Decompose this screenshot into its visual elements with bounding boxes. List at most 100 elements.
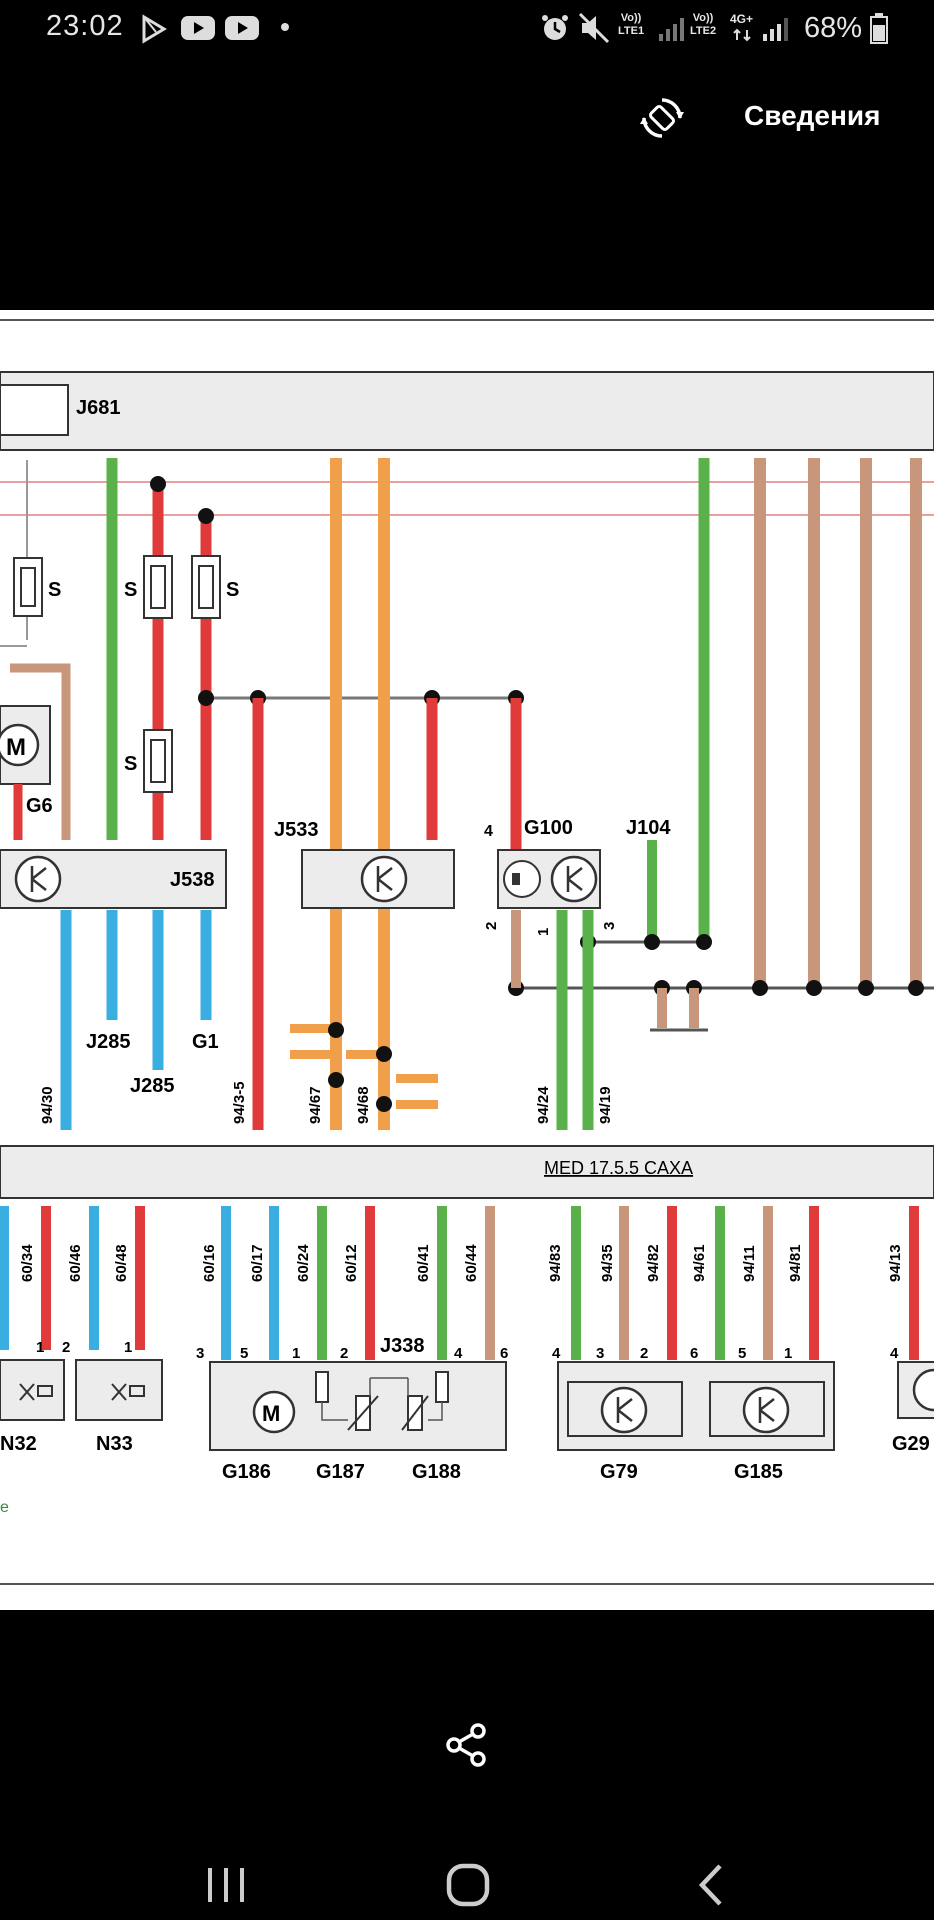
g100-pin-2: 2	[483, 922, 500, 930]
data-arrows-icon	[733, 28, 751, 42]
info-button[interactable]: Сведения	[744, 100, 881, 131]
youtube-icon	[181, 16, 215, 40]
n33-pin-2: 2	[62, 1339, 70, 1356]
pin-60-34: 60/34	[19, 1244, 36, 1282]
rotate-icon[interactable]	[640, 96, 684, 140]
pin-60-17: 60/17	[249, 1244, 266, 1282]
network-type: 4G+	[730, 12, 754, 26]
youtube-icon-2	[225, 16, 259, 40]
g100-pin-4: 4	[484, 823, 493, 840]
n32-label: N32	[0, 1433, 37, 1455]
j533-label: J533	[274, 819, 319, 841]
pin-60-41: 60/41	[415, 1244, 432, 1282]
g186-motor-symbol: M	[262, 1401, 280, 1426]
j285-label-1: J285	[86, 1031, 131, 1053]
pin-94-68: 94/68	[355, 1086, 372, 1124]
j338-pin-3: 3	[196, 1345, 204, 1362]
g29-label: G29	[892, 1433, 930, 1455]
g1-label: G1	[192, 1031, 219, 1053]
j338-pin-4: 4	[454, 1345, 463, 1362]
g185-label: G185	[734, 1461, 783, 1483]
g100-pin-3: 3	[601, 922, 618, 930]
battery-icon	[870, 13, 888, 44]
lte1-bottom: LTE1	[618, 25, 645, 37]
n32-box	[0, 1359, 65, 1421]
motor-symbol: M	[6, 734, 26, 761]
signal-icon-2	[763, 18, 788, 41]
g79-pin-4: 4	[552, 1345, 561, 1362]
j338-label: J338	[380, 1335, 425, 1357]
g100-label: G100	[524, 817, 573, 839]
n33-label: N33	[96, 1433, 133, 1455]
back-icon[interactable]	[650, 1820, 770, 1920]
pin-94-35: 94/35	[599, 1244, 616, 1282]
g100-pin-1: 1	[535, 928, 552, 936]
g185-pin-5: 5	[738, 1345, 746, 1362]
recents-icon[interactable]	[166, 1820, 286, 1920]
top-module-bar	[0, 371, 934, 451]
fuse-4-label: S	[124, 753, 137, 775]
j538-label: J538	[170, 869, 215, 891]
g79-label: G79	[600, 1461, 638, 1483]
signal-icon-1	[659, 18, 684, 41]
navigation-bar	[0, 1820, 934, 1920]
pin-94-13: 94/13	[887, 1244, 904, 1282]
pin-94-67: 94/67	[307, 1086, 324, 1124]
lte1-top: Vo))	[620, 12, 642, 24]
clock: 23:02	[46, 10, 124, 42]
mute-icon	[578, 12, 610, 44]
lte1-indicator: Vo))LTE1	[618, 12, 644, 38]
pin-94-24: 94/24	[535, 1086, 552, 1124]
g185-pin-6: 6	[690, 1345, 698, 1362]
ecu-label: MED 17.5.5 CAXA	[544, 1158, 693, 1178]
lte2-top: Vo))	[692, 12, 714, 24]
pin-94-3-5: 94/3-5	[231, 1081, 248, 1124]
g29-pin-4: 4	[890, 1345, 899, 1362]
ecu-bar	[0, 1145, 934, 1199]
pin-94-81: 94/81	[787, 1244, 804, 1282]
g6-label: G6	[26, 795, 53, 817]
g185-pin-1: 1	[784, 1345, 792, 1362]
pin-94-61: 94/61	[691, 1244, 708, 1282]
battery-percent: 68%	[804, 12, 863, 44]
pin-94-30: 94/30	[39, 1086, 56, 1124]
j338-pin-1: 1	[292, 1345, 300, 1362]
lte2-indicator: Vo))LTE2	[690, 12, 716, 38]
pin-60-44: 60/44	[463, 1244, 480, 1282]
pin-94-82: 94/82	[645, 1244, 662, 1282]
dot-icon	[281, 23, 289, 31]
caption-fragment: e	[0, 1499, 9, 1516]
module-j681-label: J681	[76, 397, 121, 419]
pin-60-48: 60/48	[113, 1244, 130, 1282]
g79-pin-2: 2	[640, 1345, 648, 1362]
fuse-2-label: S	[124, 579, 137, 601]
g187-label: G187	[316, 1461, 365, 1483]
n33-box	[75, 1359, 163, 1421]
pin-94-11: 94/11	[741, 1245, 758, 1282]
fuse-1	[13, 557, 43, 617]
share-icon[interactable]	[444, 1722, 490, 1768]
play-store-icon	[142, 14, 167, 44]
n32-pin-1: 1	[36, 1339, 44, 1356]
g188-label: G188	[412, 1461, 461, 1483]
status-bar: 23:02 Vo))LTE1 Vo))LTE2 4G+ 68%	[0, 0, 934, 60]
n33-pin-1: 1	[124, 1339, 132, 1356]
pin-94-83: 94/83	[547, 1244, 564, 1282]
pin-60-46: 60/46	[67, 1244, 84, 1282]
pin-60-16: 60/16	[201, 1244, 218, 1282]
j285-label-2: J285	[130, 1075, 175, 1097]
wiring-diagram[interactable]: J681 S M G6 S S S J538 J533	[0, 310, 934, 1610]
fuse-3-label: S	[226, 579, 239, 601]
lte2-bottom: LTE2	[690, 25, 717, 37]
home-icon[interactable]	[408, 1820, 528, 1920]
j104-label: J104	[626, 817, 671, 839]
alarm-icon	[542, 15, 568, 40]
g79-pin-3: 3	[596, 1345, 604, 1362]
g186-label: G186	[222, 1461, 271, 1483]
j338-pin-2: 2	[340, 1345, 348, 1362]
pin-60-24: 60/24	[295, 1244, 312, 1282]
pin-94-19: 94/19	[597, 1086, 614, 1124]
j338-pin-6: 6	[500, 1345, 508, 1362]
pin-60-12: 60/12	[343, 1244, 360, 1282]
fuse-1-label: S	[48, 579, 61, 601]
